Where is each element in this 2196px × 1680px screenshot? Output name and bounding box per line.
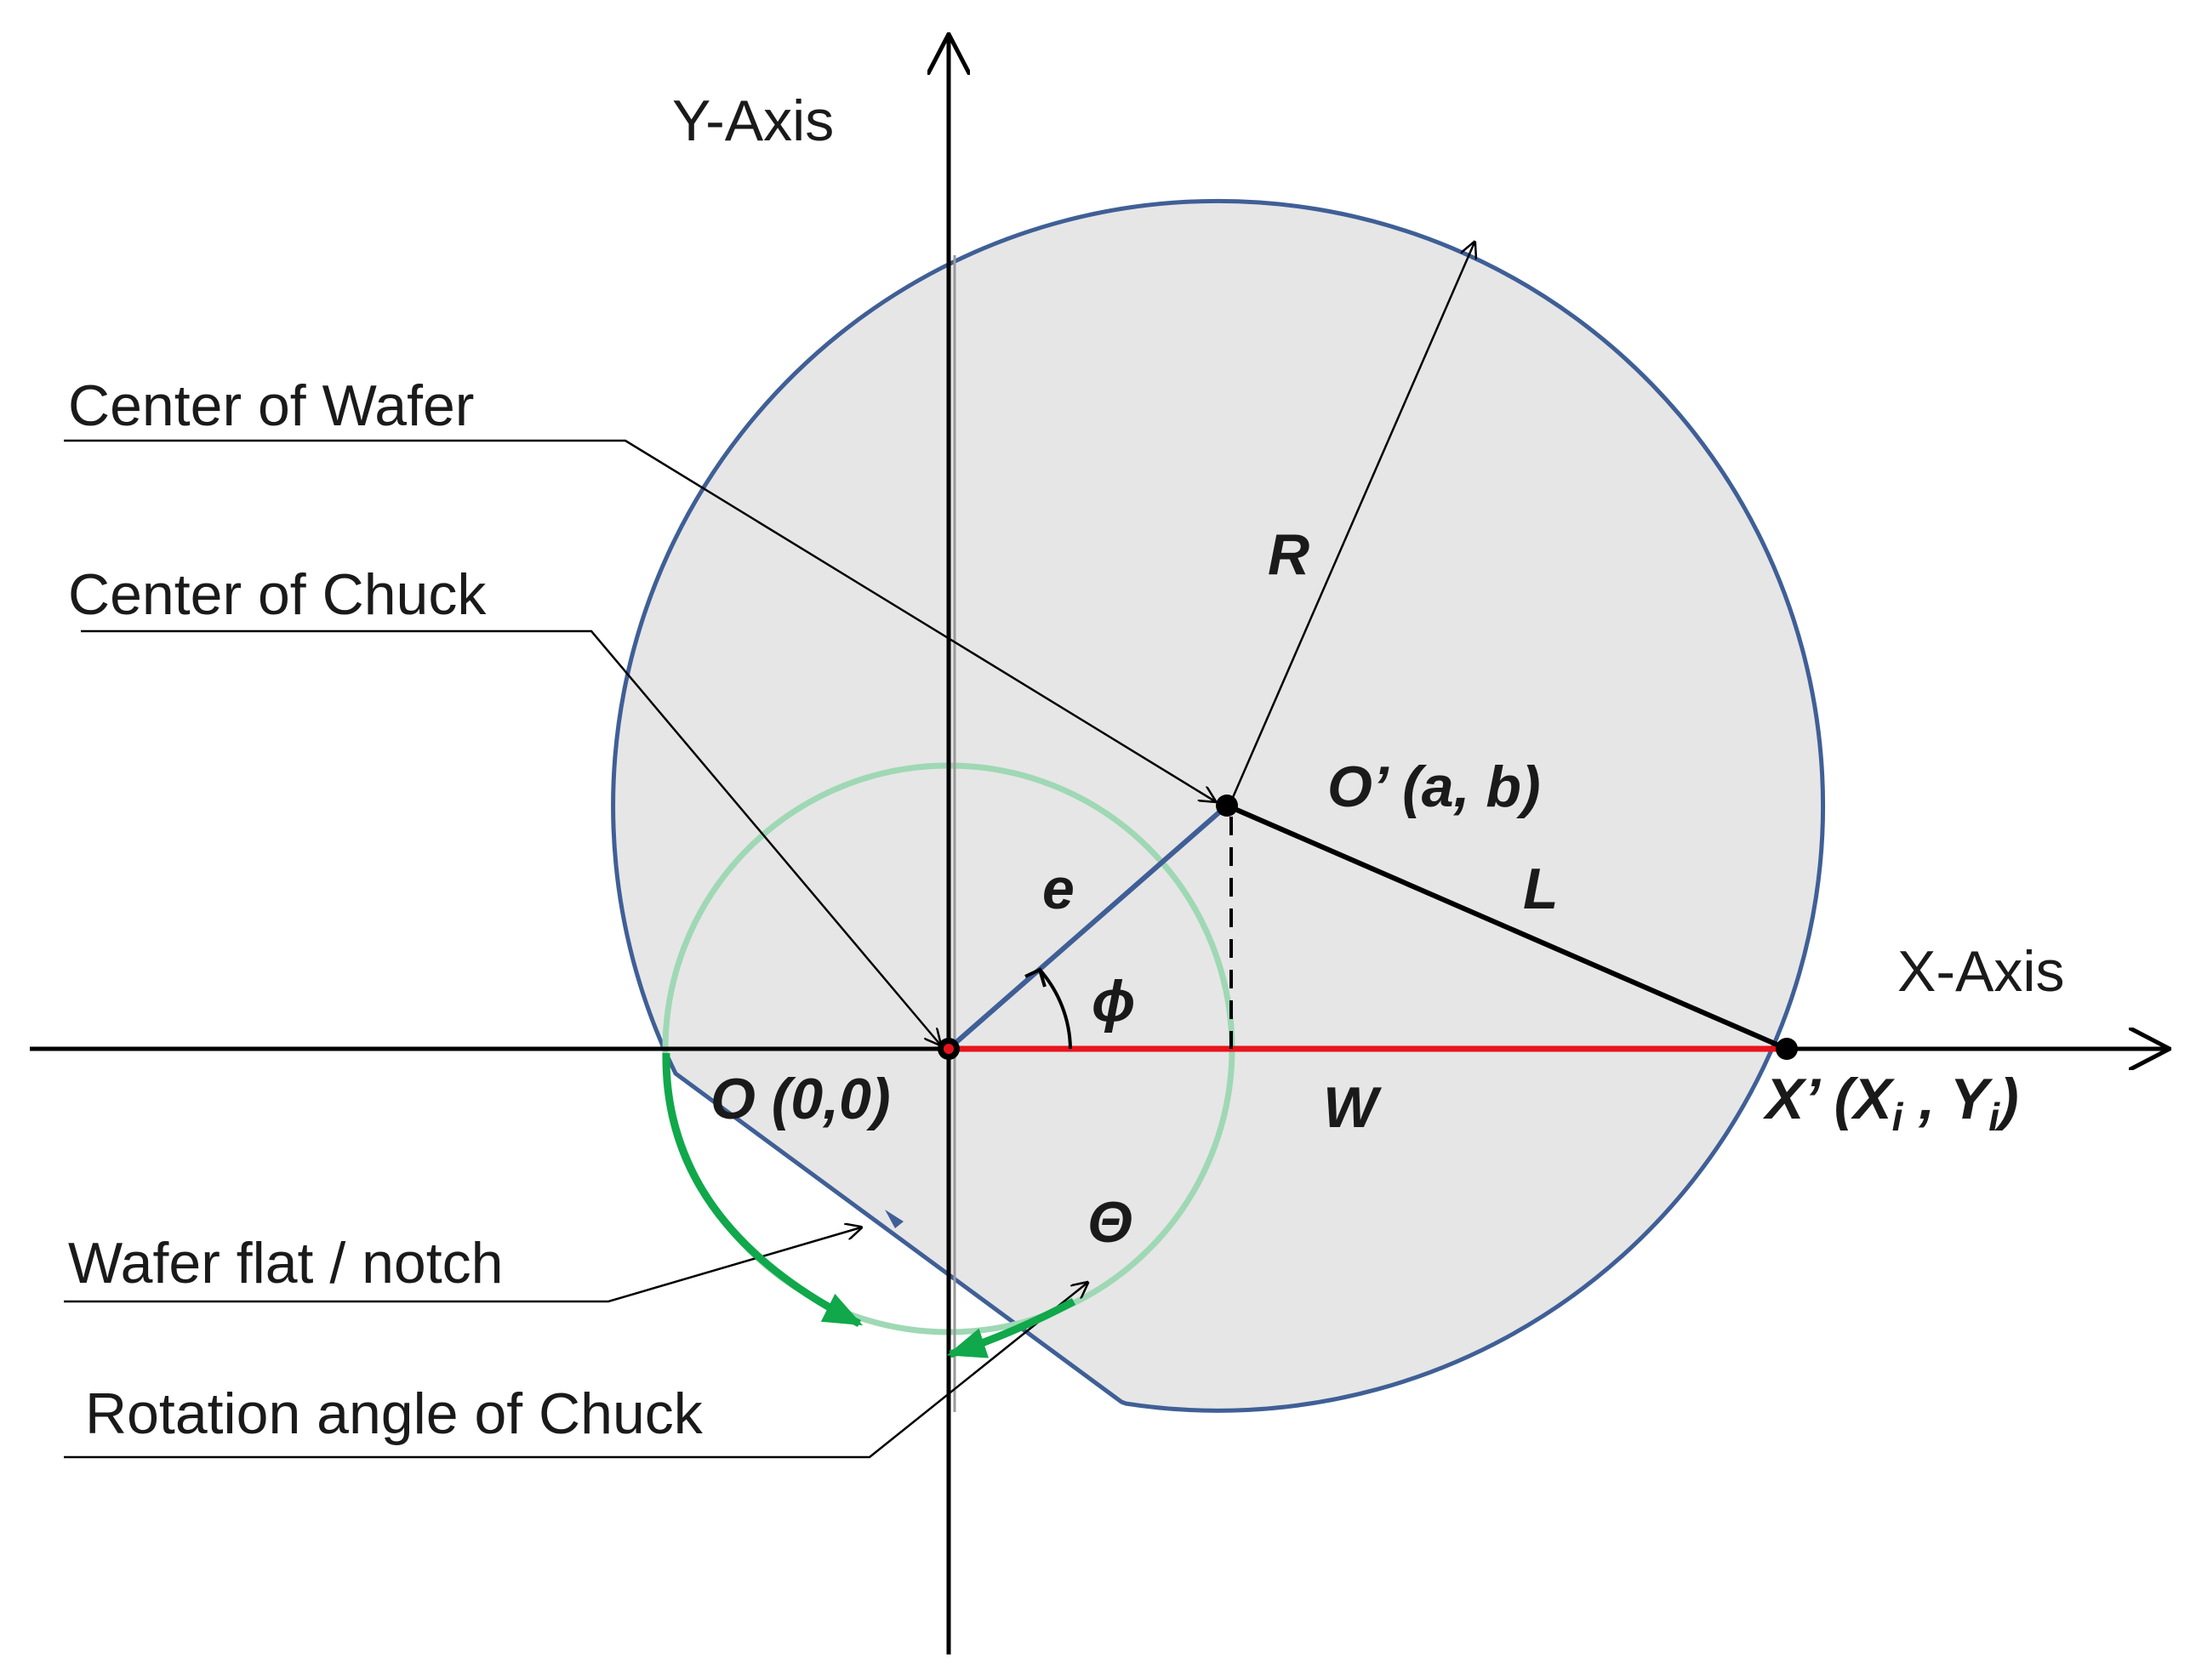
wafer-center-label: O’ (a, b): [1327, 755, 1541, 819]
y-axis-label: Y-Axis: [672, 88, 834, 153]
wafer-flat-label: Wafer flat / notch: [68, 1231, 503, 1296]
leader-center-wafer: [64, 439, 1215, 801]
notch-marker: [885, 1210, 904, 1228]
wafer-center-point: [1216, 794, 1238, 817]
x-axis-label: X-Axis: [1897, 939, 2064, 1004]
x-prime-sep: , Y: [1902, 1067, 1993, 1131]
center-chuck-label: Center of Chuck: [68, 562, 487, 627]
x-prime-label: X’ (Xi , Yi): [1762, 1067, 2019, 1139]
center-wafer-label: Center of Wafer: [68, 373, 474, 438]
symbol-theta: Θ: [1087, 1190, 1132, 1255]
leader-center-chuck: [81, 629, 940, 1045]
rotation-angle-label: Rotation angle of Chuck: [85, 1381, 704, 1446]
leader-rotation-angle: [64, 1283, 1087, 1459]
e-segment: [947, 803, 1229, 1051]
x-prime-sub-j: i: [1988, 1095, 2000, 1139]
symbol-l: L: [1523, 857, 1559, 921]
rotation-arrow-inner: [946, 1298, 1076, 1358]
symbol-e: e: [1042, 857, 1075, 921]
phi-arc-head: [1024, 967, 1047, 988]
x-prime-sub-i: i: [1892, 1095, 1904, 1139]
rotation-arrow-outer: [662, 1052, 864, 1328]
symbol-r: R: [1268, 522, 1309, 587]
symbol-phi: ϕ: [1092, 969, 1136, 1034]
origin-label: O (0,0): [710, 1067, 891, 1131]
phi-arc: [1038, 968, 1072, 1050]
l-segment: [1225, 803, 1788, 1051]
radius-arrow: [1229, 242, 1474, 802]
symbol-w: W: [1323, 1075, 1383, 1140]
x-prime-point: [1776, 1038, 1798, 1060]
origin-point-inner: [944, 1044, 954, 1054]
x-prime-prefix: X’ (X: [1762, 1067, 1895, 1131]
leader-wafer-flat: [64, 1227, 861, 1303]
